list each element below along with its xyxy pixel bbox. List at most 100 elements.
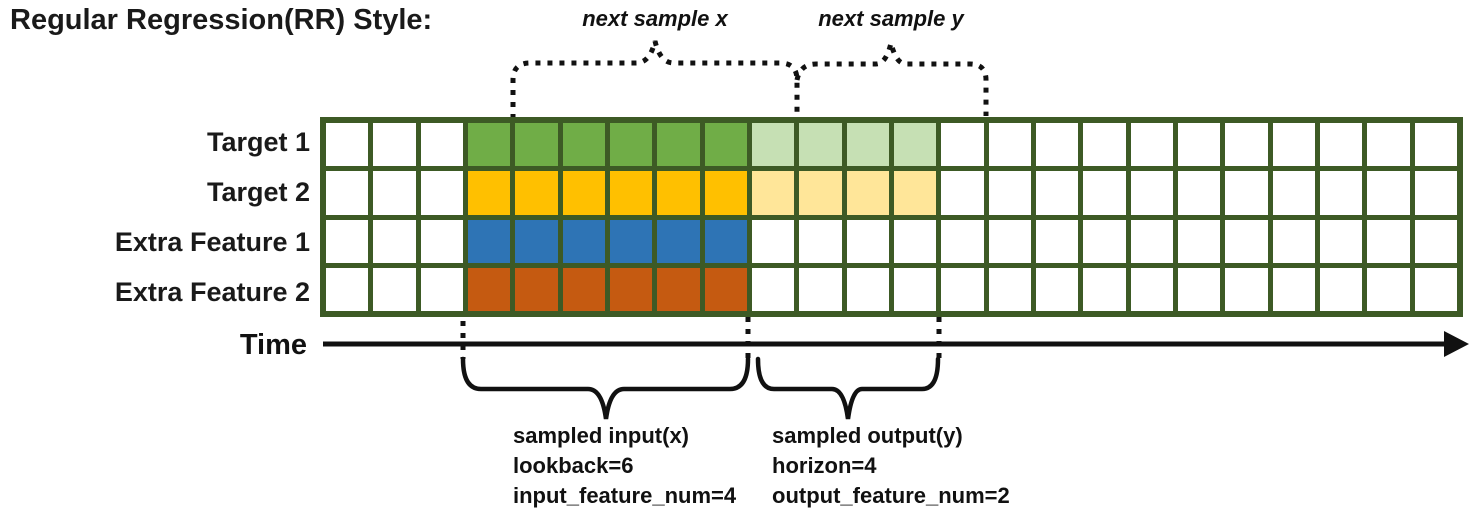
row-label: Extra Feature 1 [114,227,310,257]
grid-cell [1319,219,1363,263]
time-axis-label: Time [239,329,307,361]
grid-cell [846,219,889,263]
grid-cell [1272,267,1315,311]
grid-cell [609,123,653,167]
grid-cell [1367,267,1410,311]
grid-cell [846,171,889,215]
grid-cell [1367,219,1410,263]
grid-cell [1035,219,1079,263]
grid-cell [704,219,747,263]
grid-cell [657,267,700,311]
grid-cell [326,123,369,167]
grid-cell [373,123,416,167]
sampled-output-note: sampled output(y) horizon=4 output_featu… [772,421,1010,511]
grid-cell [1130,267,1173,311]
grid-cell [799,219,842,263]
grid-cell [657,219,700,263]
grid-cell [751,123,795,167]
grid-cell [609,171,653,215]
grid-cell [1177,123,1221,167]
grid-cell [657,171,700,215]
grid-cell [1130,123,1173,167]
grid-cell [1272,171,1315,215]
grid-cell [562,123,605,167]
grid-cell [1272,219,1315,263]
grid-cell [609,219,653,263]
grid-cell [373,267,416,311]
grid-cell [1177,267,1221,311]
row-label: Target 2 [206,177,310,207]
grid-cell [893,219,937,263]
input-feature-num-value: input_feature_num=4 [513,483,737,508]
grid-cell [1225,171,1268,215]
sample-grid [320,117,1463,317]
grid-cell [751,267,795,311]
grid-cell [1414,267,1457,311]
sampled-input-title: sampled input(x) [513,423,690,448]
grid-cell [893,123,937,167]
grid-cell [1083,123,1126,167]
grid-cell [373,219,416,263]
sampled-output-brace [755,356,941,420]
grid-cell [1130,219,1173,263]
grid-cell [988,123,1031,167]
grid-cell [420,219,463,263]
grid-cell [326,171,369,215]
grid-cell [467,123,511,167]
grid-cell [1225,219,1268,263]
grid-cell [1225,267,1268,311]
horizon-value: horizon=4 [772,453,877,478]
grid-cell [751,219,795,263]
grid-cell [1414,123,1457,167]
grid-cell [420,171,463,215]
grid-cell [1414,219,1457,263]
sampled-input-note: sampled input(x) lookback=6 input_featur… [513,421,736,511]
row-label: Extra Feature 2 [114,277,310,307]
grid-cell [1035,171,1079,215]
grid-cell [1272,123,1315,167]
grid-cell [1130,171,1173,215]
grid-cell [751,171,795,215]
grid-cell [1367,171,1410,215]
grid-cell [1225,123,1268,167]
grid-cell [467,171,511,215]
time-axis-arrowhead [1444,331,1469,357]
grid-cell [1083,219,1126,263]
grid-cell [941,123,984,167]
grid-cell [704,171,747,215]
grid-cell [988,267,1031,311]
grid-cell [846,267,889,311]
grid-cell [562,267,605,311]
grid-cell [326,267,369,311]
next-sample-x-brace [510,40,800,119]
diagram-title: Regular Regression(RR) Style: [10,4,433,36]
grid-cell [562,219,605,263]
row-label: Target 1 [206,127,310,157]
grid-cell [326,219,369,263]
sampled-output-title: sampled output(y) [772,423,963,448]
grid-cell [1177,171,1221,215]
grid-cell [609,267,653,311]
grid-cell [893,267,937,311]
grid-cell [467,267,511,311]
grid-cell [515,219,558,263]
grid-cell [799,123,842,167]
grid-cell [515,123,558,167]
sampled-input-brace [460,356,751,420]
next-sample-y-brace [794,42,989,116]
grid-cell [846,123,889,167]
grid-cell [941,171,984,215]
grid-cell [420,123,463,167]
grid-cell [799,267,842,311]
grid-cell [515,171,558,215]
lookback-value: lookback=6 [513,453,634,478]
next-sample-x-label: next sample x [582,6,728,31]
grid-cell [562,171,605,215]
grid-cell [704,267,747,311]
grid-cell [941,219,984,263]
grid-cell [1414,171,1457,215]
grid-cell [1035,267,1079,311]
grid-cell [1367,123,1410,167]
grid-cell [1319,267,1363,311]
